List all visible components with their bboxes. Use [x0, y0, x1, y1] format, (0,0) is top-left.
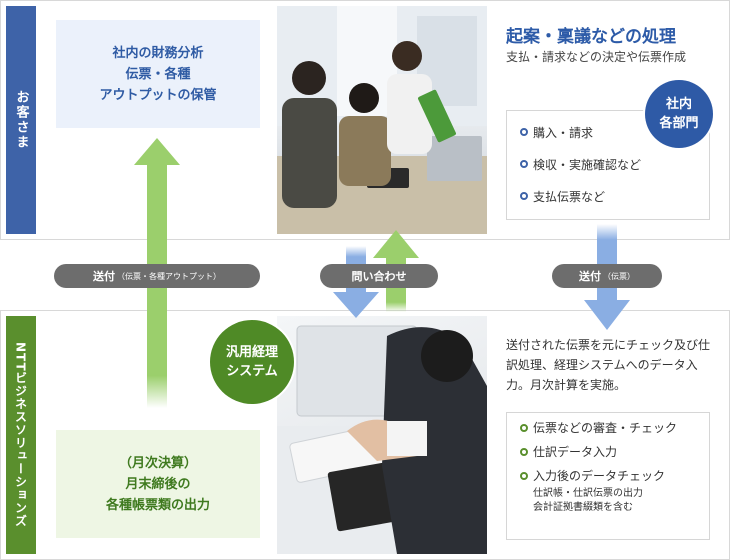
- list-item-note: 仕訳帳・仕訳伝票の出力: [533, 488, 643, 499]
- bullet-icon: [520, 424, 528, 432]
- financial-analysis-box: 社内の財務分析 伝票・各種 アウトプットの保管: [56, 20, 260, 128]
- send-voucher-label: 送付（伝票）: [552, 264, 662, 288]
- keyboard-typing-photo: [277, 316, 487, 554]
- badge-line: システム: [226, 364, 278, 379]
- bullet-icon: [520, 160, 528, 168]
- list-item-label: 仕訳データ入力: [533, 445, 618, 459]
- bullet-icon: [520, 128, 528, 136]
- list-item: 伝票などの審査・チェック: [507, 420, 709, 437]
- bullet-icon: [520, 472, 528, 480]
- pill-main: 送付: [93, 270, 115, 283]
- list-item: 仕訳データ入力: [507, 444, 709, 461]
- badge-line: 社内: [665, 97, 692, 112]
- box-line: 伝票・各種: [125, 66, 191, 82]
- badge-line: 各部門: [659, 116, 699, 131]
- process-subtitle: 支払・請求などの決定や伝票作成: [506, 50, 687, 64]
- list-item: 支払伝票など: [507, 188, 709, 207]
- bullet-icon: [520, 448, 528, 456]
- process-title: 起案・稟議などの処理: [506, 27, 676, 47]
- nttbs-task-list: 伝票などの審査・チェック 仕訳データ入力 入力後のデータチェック 仕訳帳・仕訳伝…: [506, 412, 710, 540]
- box-line: 月末締後の: [125, 476, 191, 492]
- pill-note: （伝票・各種アウトプット）: [117, 271, 221, 281]
- pill-main: 送付: [579, 270, 601, 283]
- accounting-system-badge: 汎用経理 システム: [210, 320, 294, 404]
- list-item: 検収・実施確認など: [507, 156, 709, 175]
- send-outputs-label: 送付（伝票・各種アウトプット）: [54, 264, 260, 288]
- inquiry-label: 問い合わせ: [320, 264, 438, 288]
- list-item-label: 検収・実施確認など: [533, 158, 642, 172]
- box-line: （月次決算）: [118, 455, 197, 471]
- list-item-label: 伝票などの審査・チェック: [533, 421, 678, 435]
- department-badge: 社内 各部門: [645, 80, 713, 148]
- box-line: 各種帳票類の出力: [105, 497, 210, 513]
- bullet-icon: [520, 192, 528, 200]
- list-item: 購入・請求: [507, 124, 709, 143]
- office-meeting-photo: [277, 6, 487, 234]
- box-line: 社内の財務分析: [112, 45, 204, 61]
- list-item-label: 入力後のデータチェック: [533, 469, 666, 483]
- list-item-label: 支払伝票など: [533, 190, 606, 204]
- list-item-label: 購入・請求: [533, 126, 594, 140]
- box-line: アウトプットの保管: [99, 87, 217, 103]
- monthly-closing-box: （月次決算） 月末締後の 各種帳票類の出力: [56, 430, 260, 538]
- customer-side-label: お客さま: [6, 6, 36, 234]
- nttbs-side-label: NTTビジネスソリューションズ: [6, 316, 36, 554]
- pill-note: （伝票）: [603, 271, 635, 281]
- process-description: 送付された伝票を元にチェック及び仕訳処理、経理システムへのデータ入力。月次計算を…: [506, 338, 711, 392]
- badge-line: 汎用経理: [225, 345, 278, 360]
- list-item: 入力後のデータチェック 仕訳帳・仕訳伝票の出力 会計証拠書綴類を含む: [507, 468, 709, 515]
- list-item-note: 会計証拠書綴類を含む: [533, 502, 633, 513]
